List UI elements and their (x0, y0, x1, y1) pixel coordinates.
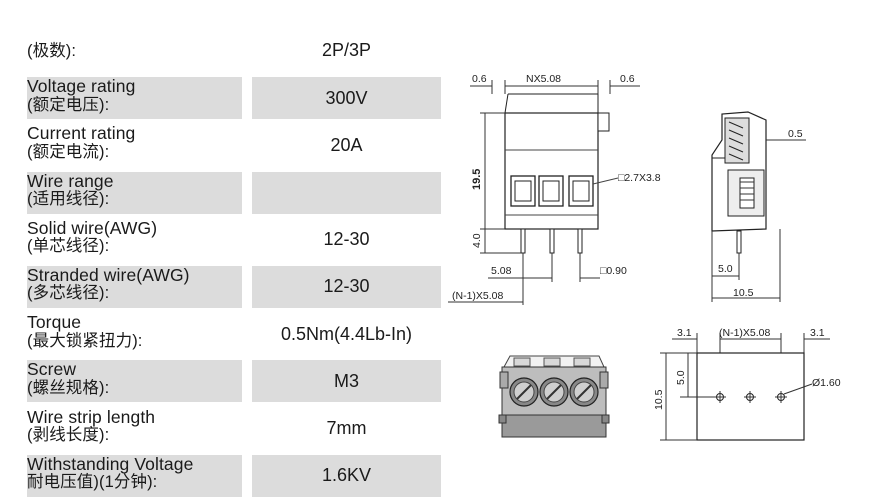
dim-pitch-top: NX5.08 (526, 73, 561, 85)
spec-row-withstanding-voltage: Withstanding Voltage 耐电压值)(1分钟): 1.6KV (27, 453, 441, 500)
dim-height: 10.5 (653, 389, 665, 410)
spec-label: (极数): (27, 42, 77, 60)
dim-depth: 10.5 (733, 287, 754, 299)
dim-pitch: (N-1)X5.08 (719, 327, 771, 339)
spec-label: Torque (最大锁紧扭力): (27, 312, 143, 350)
spec-row-strip-length: Wire strip length (剥线长度): 7mm (27, 406, 441, 453)
spec-value: 12-30 (252, 265, 441, 308)
spec-value: 20A (330, 134, 363, 155)
spec-row-torque: Torque (最大锁紧扭力): 0.5Nm(4.4Lb-In) (27, 311, 441, 358)
spec-label: Current rating (额定电流): (27, 123, 136, 161)
terminal-body-front (504, 112, 599, 230)
spec-value: 2P/3P (321, 40, 372, 60)
dim-clamp: 0.5 (788, 128, 803, 140)
spec-row-voltage-rating: Voltage rating (额定电压): 300V (27, 75, 441, 122)
dim-pin-offset: 5.0 (718, 263, 733, 275)
dim-right-margin: 0.6 (620, 73, 635, 85)
mounting-hole (775, 391, 787, 403)
dim-row: 5.0 (675, 370, 687, 385)
spec-row-poles: (极数): 2P/3P (27, 28, 441, 75)
pin (549, 228, 555, 254)
dim-pitch-bottom: 5.08 (491, 265, 512, 277)
spec-row-wire-range: Wire range (适用线径): (27, 170, 441, 217)
spec-value: 0.5Nm(4.4Lb-In) (280, 323, 413, 344)
screw-head (569, 377, 599, 407)
spec-label: Voltage rating (额定电压): (27, 77, 242, 120)
spec-value (252, 171, 441, 214)
dim-height: 19.5 (471, 169, 483, 190)
spec-value: 12-30 (323, 229, 370, 250)
side-view: 0.5 5.0 10.5 (711, 111, 806, 302)
spec-value: 1.6KV (252, 454, 441, 497)
spec-label: Withstanding Voltage 耐电压值)(1分钟): (27, 455, 242, 497)
mounting-hole (744, 391, 756, 403)
dim-pin-length: 4.0 (471, 233, 483, 248)
screw-head (539, 377, 569, 407)
dim-right: 3.1 (810, 327, 825, 339)
screw-head (509, 377, 539, 407)
spec-label: Wire strip length (剥线长度): (27, 406, 156, 444)
dim-left: 3.1 (677, 327, 692, 339)
spec-label: Wire range (适用线径): (27, 172, 242, 214)
spec-table: (极数): 2P/3P Voltage rating (额定电压): 300V … (27, 28, 441, 500)
wire-hole (538, 175, 564, 207)
dim-total: (N-1)X5.08 (452, 290, 504, 302)
mounting-hole (714, 391, 726, 403)
dim-hole: Ø1.60 (812, 377, 841, 389)
front-view: 0.6 NX5.08 0.6 □2.7X3.8 (448, 73, 661, 305)
spec-label: Screw (螺丝规格): (27, 360, 242, 403)
pin (577, 228, 583, 254)
spec-label: Stranded wire(AWG) (多芯线径): (27, 266, 242, 308)
spec-value: 300V (252, 77, 441, 120)
wire-hole (510, 175, 536, 207)
spec-row-current-rating: Current rating (额定电流): 20A (27, 122, 441, 169)
pcb-footprint: 3.1 (N-1)X5.08 3.1 5.0 10.5 Ø1.60 (653, 327, 841, 441)
spec-label: Solid wire(AWG) (单芯线径): (27, 217, 158, 256)
wire-hole (568, 175, 594, 207)
terminal-block-illustration (498, 355, 610, 438)
dim-left-margin: 0.6 (472, 73, 487, 85)
spec-row-solid-wire: Solid wire(AWG) (单芯线径): 12-30 (27, 217, 441, 264)
spec-row-screw: Screw (螺丝规格): M3 (27, 358, 441, 405)
spec-row-stranded-wire: Stranded wire(AWG) (多芯线径): 12-30 (27, 264, 441, 311)
spec-value: 7mm (326, 418, 367, 438)
pin (520, 228, 526, 254)
spec-value: M3 (252, 360, 441, 403)
dim-pin: □0.90 (600, 265, 627, 277)
dim-wire-hole: □2.7X3.8 (618, 172, 661, 184)
